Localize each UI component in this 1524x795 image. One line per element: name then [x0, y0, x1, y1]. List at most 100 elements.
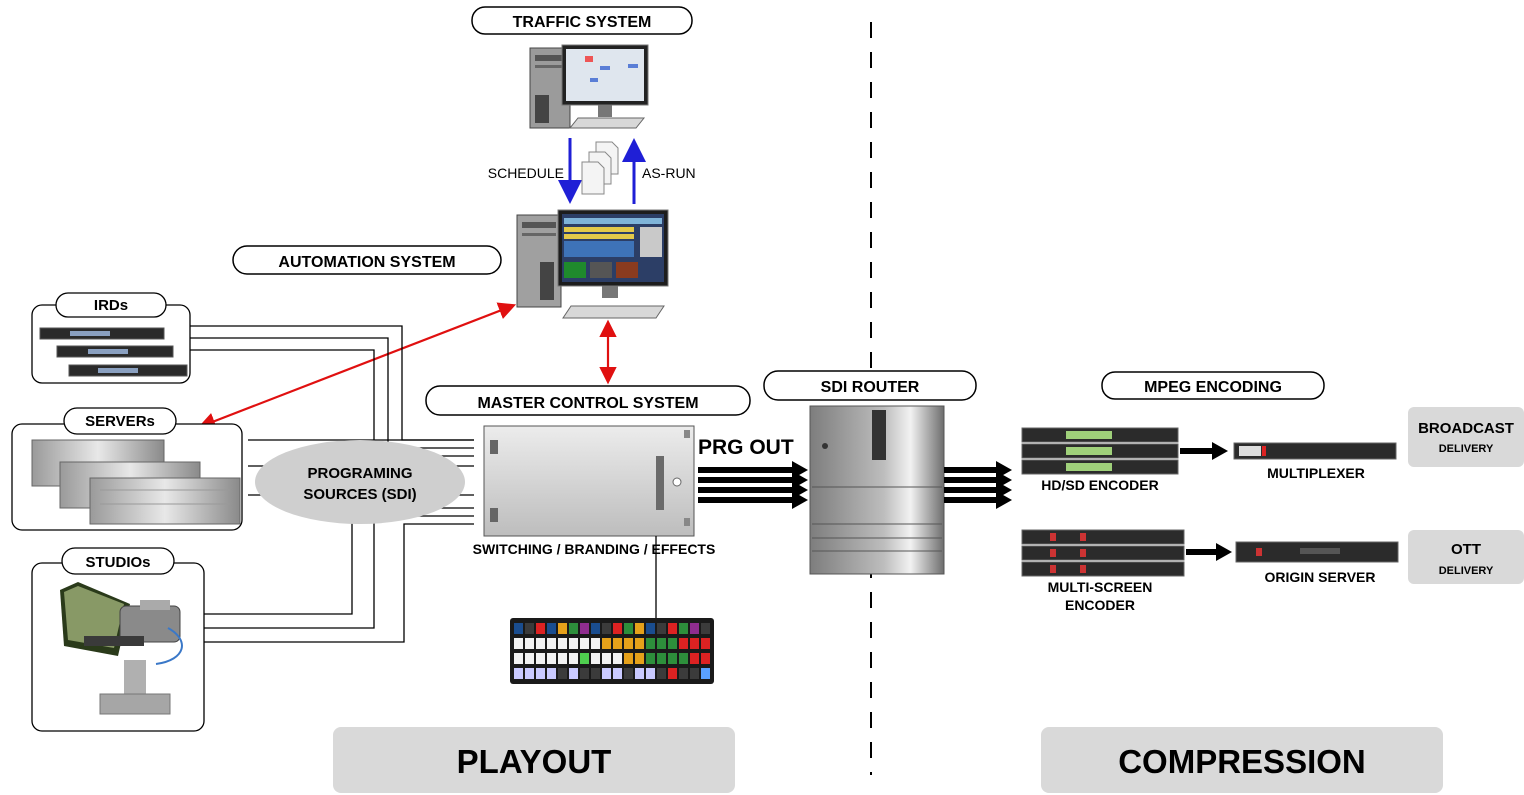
servers-group: SERVERs — [11, 407, 243, 531]
mpeg-encoding-pill: MPEG ENCODING — [1101, 371, 1325, 400]
panel-button — [569, 668, 578, 679]
ott-delivery-box: OTT DELIVERY — [1408, 530, 1524, 584]
encoder-to-mux-arrow — [1180, 442, 1228, 460]
automation-system-pill: AUTOMATION SYSTEM — [232, 245, 502, 275]
studios-label: STUDIOs — [85, 554, 150, 571]
sdi-router-pill: SDI ROUTER — [763, 370, 977, 401]
broadcast-line2: DELIVERY — [1439, 443, 1494, 455]
hd-sd-encoder-label: HD/SD ENCODER — [1041, 477, 1158, 493]
panel-button — [624, 623, 633, 634]
svg-text:MASTER CONTROL SYSTEM: MASTER CONTROL SYSTEM — [477, 395, 698, 412]
panel-button — [558, 668, 567, 679]
playout-panel: PLAYOUT — [333, 727, 735, 793]
panel-button — [514, 653, 523, 664]
origin-server-icon — [1235, 541, 1399, 563]
multi-screen-line1: MULTI-SCREEN — [1048, 579, 1153, 595]
panel-button — [536, 638, 545, 649]
panel-button — [547, 623, 556, 634]
svg-text:MPEG ENCODING: MPEG ENCODING — [1144, 379, 1282, 396]
panel-button — [690, 668, 699, 679]
panel-button — [591, 653, 600, 664]
hd-sd-encoder-icon — [1021, 427, 1179, 475]
panel-button — [690, 653, 699, 664]
broadcast-delivery-box: BROADCAST DELIVERY — [1408, 407, 1524, 467]
panel-button — [646, 638, 655, 649]
multiplexer-icon — [1233, 442, 1397, 460]
broadcast-camera-icon — [60, 582, 183, 715]
panel-button — [514, 668, 523, 679]
origin-server-label: ORIGIN SERVER — [1265, 569, 1376, 585]
panel-button — [668, 653, 677, 664]
panel-button — [591, 668, 600, 679]
panel-button — [514, 623, 523, 634]
panel-button — [558, 623, 567, 634]
switching-label: SWITCHING / BRANDING / EFFECTS — [473, 541, 716, 557]
panel-button — [580, 623, 589, 634]
panel-button — [591, 623, 600, 634]
panel-button — [514, 638, 523, 649]
panel-button — [580, 638, 589, 649]
panel-button — [602, 623, 611, 634]
compression-label: COMPRESSION — [1118, 743, 1366, 780]
panel-button — [624, 638, 633, 649]
programing-sources-line2: SOURCES (SDI) — [303, 486, 416, 503]
panel-button — [613, 638, 622, 649]
panel-button — [646, 668, 655, 679]
router-chassis-icon — [809, 405, 945, 575]
compression-panel: COMPRESSION — [1041, 727, 1443, 793]
panel-button — [657, 623, 666, 634]
automation-to-servers-arrow — [197, 302, 517, 430]
panel-button — [569, 638, 578, 649]
svg-text:TRAFFIC SYSTEM: TRAFFIC SYSTEM — [513, 14, 652, 31]
svg-text:SDI ROUTER: SDI ROUTER — [821, 379, 920, 396]
panel-button — [525, 623, 534, 634]
server-icon — [31, 439, 241, 525]
panel-button — [679, 653, 688, 664]
panel-button — [569, 653, 578, 664]
prg-out-arrows — [698, 461, 808, 509]
as-run-label: AS-RUN — [642, 165, 696, 181]
panel-button — [569, 623, 578, 634]
panel-button — [668, 623, 677, 634]
panel-button — [602, 638, 611, 649]
panel-button — [580, 653, 589, 664]
panel-button — [679, 623, 688, 634]
panel-button — [646, 623, 655, 634]
playout-label: PLAYOUT — [457, 743, 612, 780]
panel-button — [536, 668, 545, 679]
panel-button — [613, 623, 622, 634]
automation-computer-icon — [516, 209, 669, 319]
panel-button — [657, 638, 666, 649]
panel-button — [536, 623, 545, 634]
documents-icon — [581, 141, 619, 195]
traffic-computer-icon — [529, 44, 649, 129]
ott-line1: OTT — [1451, 541, 1481, 558]
panel-button — [701, 653, 710, 664]
panel-button — [525, 653, 534, 664]
panel-button — [558, 638, 567, 649]
control-panel-icon — [510, 618, 714, 684]
master-control-frame-icon — [483, 425, 695, 537]
panel-button — [635, 623, 644, 634]
panel-button — [679, 668, 688, 679]
ott-line2: DELIVERY — [1439, 565, 1494, 577]
encoder-to-origin-arrow — [1186, 543, 1232, 561]
programing-sources-ellipse: PROGRAMING SOURCES (SDI) — [255, 440, 465, 524]
panel-button — [635, 668, 644, 679]
panel-button — [668, 638, 677, 649]
panel-button — [679, 638, 688, 649]
programing-sources-line1: PROGRAMING — [308, 465, 413, 482]
panel-button — [690, 638, 699, 649]
panel-button — [558, 653, 567, 664]
panel-button — [602, 668, 611, 679]
panel-button — [547, 638, 556, 649]
irds-group: IRDs — [31, 292, 191, 384]
multiplexer-label: MULTIPLEXER — [1267, 465, 1365, 481]
panel-button — [701, 638, 710, 649]
panel-button — [580, 668, 589, 679]
panel-button — [602, 653, 611, 664]
panel-button — [525, 668, 534, 679]
panel-button — [525, 638, 534, 649]
svg-text:AUTOMATION SYSTEM: AUTOMATION SYSTEM — [278, 254, 455, 271]
